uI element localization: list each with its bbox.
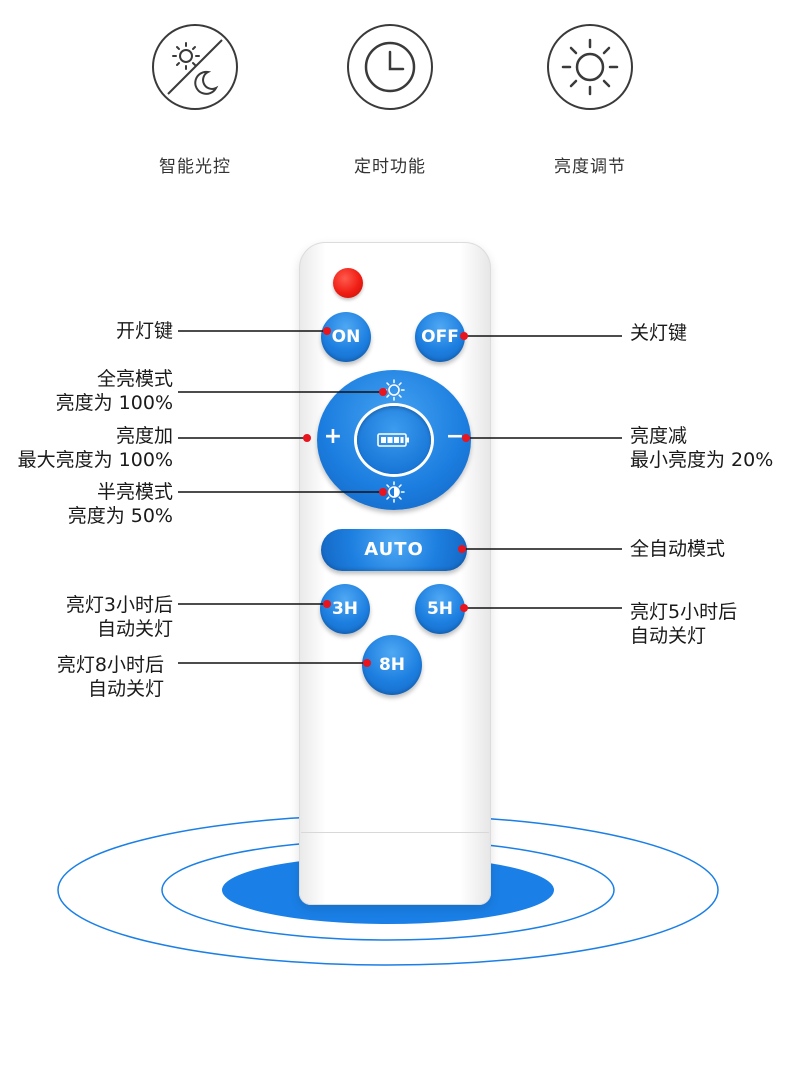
off-button[interactable]: OFF: [415, 312, 465, 362]
feature-label: 智能光控: [159, 157, 231, 177]
clock-timer-icon: [347, 24, 433, 110]
annotation-full-brightness: 全亮模式 亮度为 100%: [56, 367, 173, 415]
annotation-line: 亮度为 100%: [55, 392, 173, 414]
center-battery-button[interactable]: [357, 406, 431, 474]
timer-3h-button[interactable]: 3H: [320, 584, 370, 634]
remote-seam: [301, 832, 489, 833]
full-brightness-icon[interactable]: [382, 378, 406, 402]
timer-8h-button[interactable]: 8H: [362, 635, 422, 695]
annotation-line: 全亮模式: [96, 368, 173, 390]
annotation-brightness-minus: 亮度减 最小亮度为 20%: [630, 424, 773, 472]
brightness-plus-button[interactable]: +: [323, 424, 343, 449]
feature-light-control: 智能光控: [125, 24, 265, 177]
annotation-line: 亮度为 50%: [67, 505, 173, 527]
annotation-line: 关灯键: [630, 322, 688, 344]
feature-label: 亮度调节: [554, 157, 626, 177]
annotation-line: 最大亮度为 100%: [17, 449, 173, 471]
feature-label: 定时功能: [354, 157, 426, 177]
remote-control: ON OFF + −: [299, 242, 491, 905]
battery-icon: [377, 433, 409, 447]
annotation-line: 最小亮度为 20%: [630, 449, 774, 471]
annotation-line: 自动关灯: [96, 618, 173, 640]
annotation-line: 亮灯5小时后: [630, 601, 738, 623]
annotation-on: 开灯键: [116, 319, 173, 343]
annotation-line: 半亮模式: [96, 481, 173, 503]
sun-brightness-icon: [547, 24, 633, 110]
annotation-line: 亮灯3小时后: [65, 594, 173, 616]
brightness-minus-button[interactable]: −: [445, 424, 465, 449]
timer-5h-button[interactable]: 5H: [415, 584, 465, 634]
annotation-line: 自动关灯: [630, 625, 707, 647]
annotation-line: 亮灯8小时后: [56, 654, 164, 676]
annotation-half-brightness: 半亮模式 亮度为 50%: [68, 480, 173, 528]
annotation-auto: 全自动模式: [630, 537, 725, 561]
annotation-line: 自动关灯: [87, 678, 164, 700]
indicator-led: [333, 268, 363, 298]
sun-moon-light-control-icon: [152, 24, 238, 110]
auto-button[interactable]: AUTO: [321, 529, 467, 571]
annotation-line: 亮度加: [115, 425, 173, 447]
annotation-line: 亮度减: [630, 425, 688, 447]
annotation-line: 全自动模式: [630, 538, 726, 560]
annotation-8h: 亮灯8小时后 自动关灯: [57, 653, 164, 701]
annotation-off: 关灯键: [630, 321, 687, 345]
feature-timer: 定时功能: [320, 24, 460, 177]
brightness-dpad: + −: [317, 370, 471, 510]
annotation-5h: 亮灯5小时后 自动关灯: [630, 600, 737, 648]
on-button[interactable]: ON: [321, 312, 371, 362]
feature-brightness: 亮度调节: [520, 24, 660, 177]
annotation-3h: 亮灯3小时后 自动关灯: [66, 593, 173, 641]
annotation-line: 开灯键: [115, 320, 173, 342]
annotation-brightness-plus: 亮度加 最大亮度为 100%: [18, 424, 173, 472]
